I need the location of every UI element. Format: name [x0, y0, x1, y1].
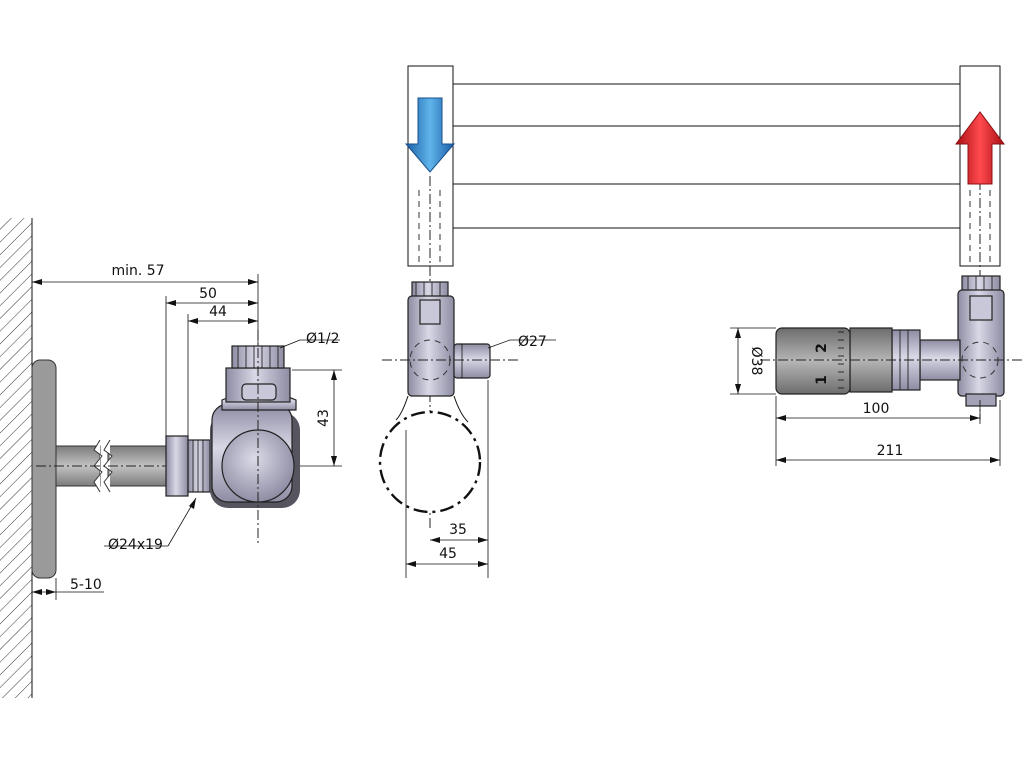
dim-35-label: 35: [449, 522, 467, 538]
dim-pipe-label: Ø24x19: [108, 537, 163, 553]
dim-38: Ø38: [730, 327, 776, 395]
thermostat-knob: [775, 327, 851, 395]
center-view: Ø27 35 45: [378, 281, 556, 578]
dim-thread: Ø1/2: [279, 331, 340, 349]
dim-45-label: 45: [439, 546, 457, 562]
dim-min-57: min. 57: [32, 263, 259, 346]
dim-100: 100: [776, 401, 980, 421]
dim-wall-gap: 5-10: [32, 577, 104, 600]
dim-50: 50: [165, 286, 258, 436]
scale-2-label: 2: [814, 343, 830, 353]
dim-wall-gap-label: 5-10: [70, 577, 102, 593]
dim-44: 44: [187, 304, 258, 436]
left-view: min. 57 50 44 Ø1/2 43: [0, 218, 342, 698]
dim-pipe: Ø24x19: [104, 497, 197, 553]
dim-211: 211: [776, 443, 1000, 463]
dim-thread-label: Ø1/2: [306, 331, 340, 347]
dim-43-label: 43: [316, 409, 332, 427]
dim-211-label: 211: [877, 443, 904, 459]
dim-44-label: 44: [209, 304, 227, 320]
wall: [0, 218, 33, 698]
valve-body-side: [210, 330, 300, 545]
flow-in-arrow: [404, 97, 456, 173]
scale-1-label: 1: [814, 375, 830, 385]
wall-rosette: [31, 359, 57, 579]
right-view: 2 1 Ø38 100 211: [730, 275, 1024, 466]
flow-out-arrow: [955, 111, 1005, 185]
dim-45: 45: [406, 546, 488, 567]
dim-38-label: Ø38: [748, 347, 764, 376]
dim-100-label: 100: [863, 401, 890, 417]
connection-pipe: [36, 439, 260, 493]
dim-35: 35: [430, 522, 488, 543]
dim-27: Ø27: [487, 334, 556, 350]
dim-min-57-label: min. 57: [111, 263, 164, 279]
compression-nut: [165, 435, 211, 497]
dim-50-label: 50: [199, 286, 217, 302]
dim-27-label: Ø27: [518, 334, 547, 350]
dim-43: 43: [292, 369, 342, 467]
down-arrow-icon: [404, 97, 456, 173]
up-arrow-icon: [955, 111, 1005, 185]
